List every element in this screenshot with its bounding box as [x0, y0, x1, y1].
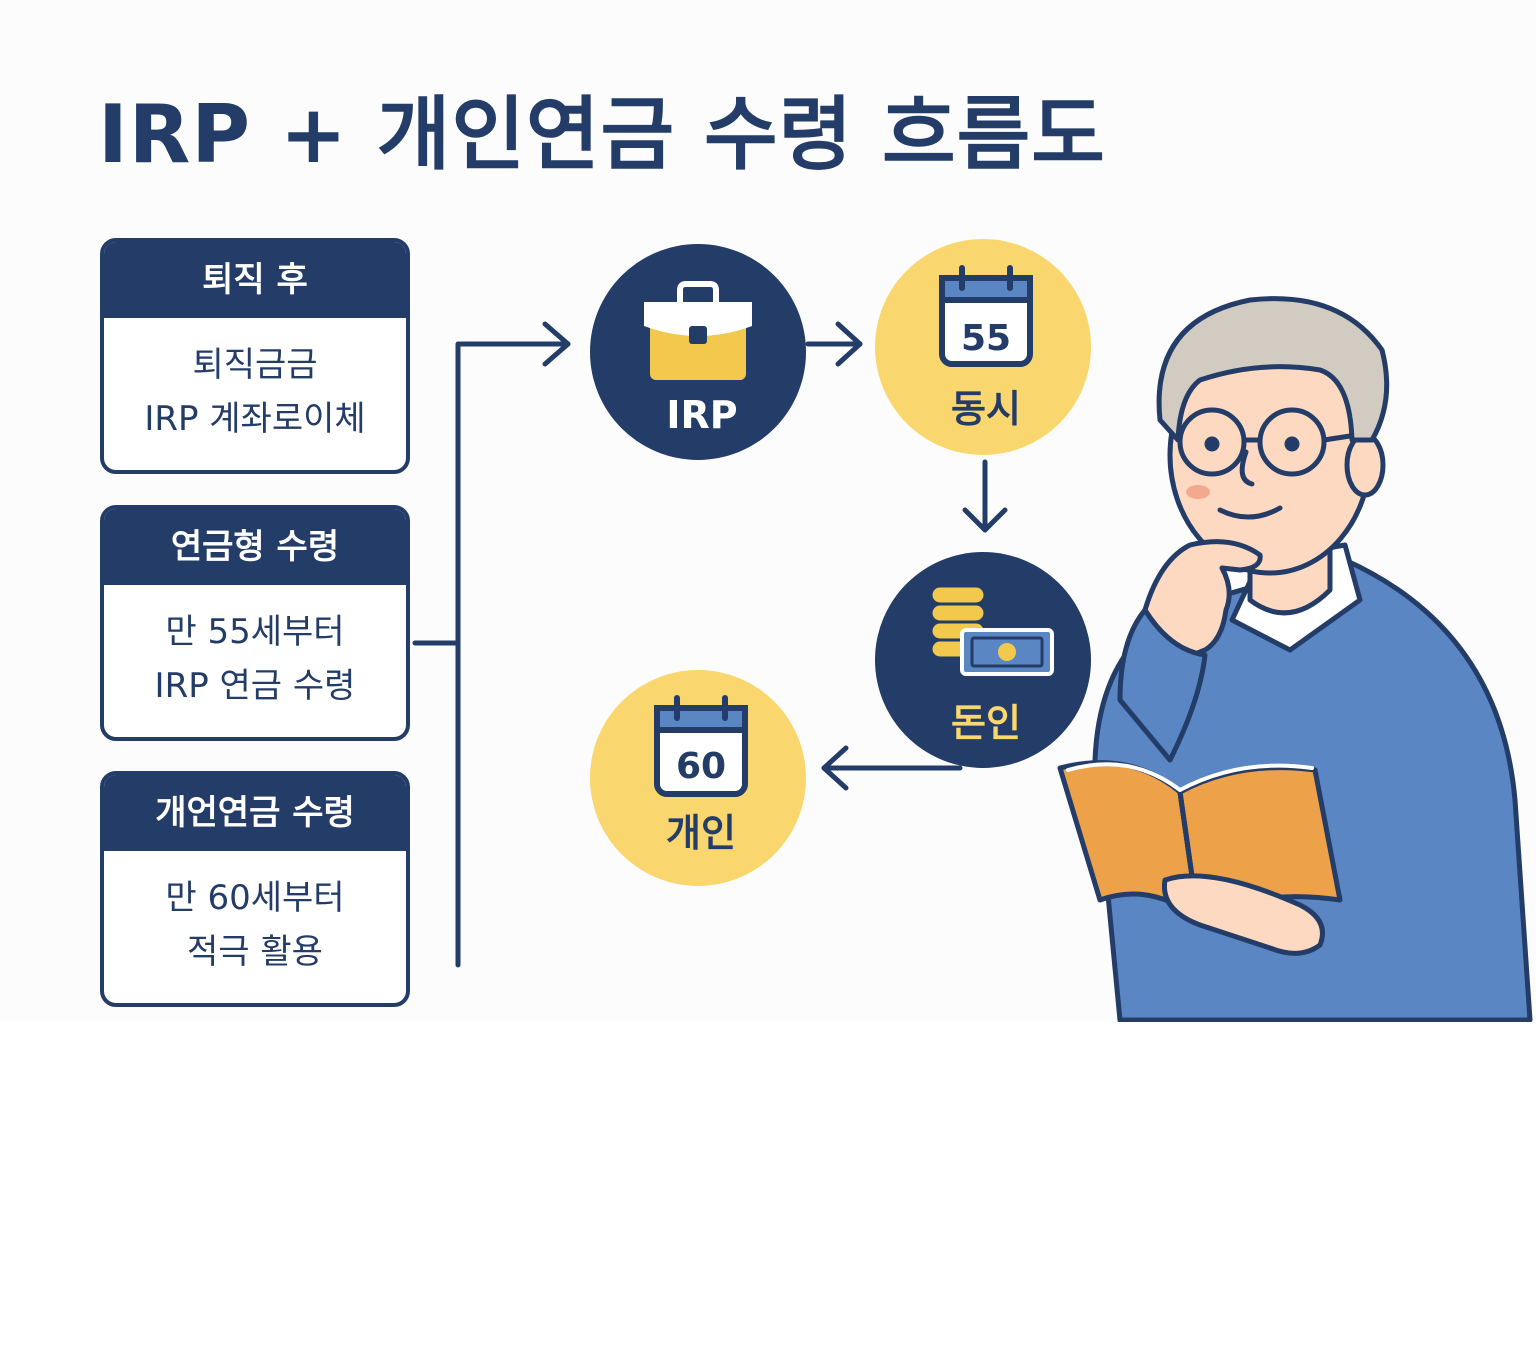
card-line: 적극 활용: [187, 932, 323, 972]
card-after-retirement: 퇴직 후 퇴직금금 IRP 계좌로이체: [100, 238, 410, 474]
card-line: IRP 계좌로이체: [144, 399, 366, 439]
arrow-head: [962, 507, 1008, 533]
elderly-man-reading-illustration: [1057, 296, 1533, 1022]
card-header: 퇴직 후: [104, 242, 406, 318]
arrow-head: [821, 745, 849, 791]
arrow-head: [542, 321, 571, 367]
calendar-number: 55: [961, 318, 1011, 359]
card-body: 만 60세부터 적극 활용: [104, 851, 406, 979]
card-header: 개언연금 수령: [104, 775, 406, 851]
money-node-label: 돈인: [951, 701, 1021, 745]
page-title: IRP + 개인연금 수령 흐름도: [98, 88, 1106, 181]
calendar-number: 60: [676, 746, 726, 787]
calendar-icon: 60: [654, 695, 748, 797]
card-pension-type: 연금형 수령 만 55세부터 IRP 연금 수령: [100, 505, 410, 741]
briefcase-icon: [644, 281, 752, 380]
calendar-icon: 55: [939, 265, 1033, 367]
age-60-node-label: 개인: [666, 811, 736, 855]
arrow-head: [835, 321, 863, 367]
age-60-node: 60 개인: [590, 670, 806, 886]
card-body: 만 55세부터 IRP 연금 수령: [104, 585, 406, 713]
age-55-node: 55 동시: [875, 239, 1091, 455]
card-line: 만 60세부터: [165, 878, 345, 918]
irp-node: IRP: [590, 244, 806, 460]
connector-line: [455, 341, 571, 968]
card-header: 연금형 수령: [104, 509, 406, 585]
card-line: 퇴직금금: [192, 345, 318, 385]
card-personal-pension: 개언연금 수령 만 60세부터 적극 활용: [100, 771, 410, 1007]
diagram-canvas: IRP + 개인연금 수령 흐름도 퇴직 후 퇴직금금 IRP 계좌로이체 연금…: [98, 88, 1533, 1022]
card-line: 만 55세부터: [165, 612, 345, 652]
money-node: 돈인: [875, 552, 1091, 768]
card-line: IRP 연금 수령: [154, 666, 356, 706]
flow-diagram: IRP 55 동시: [412, 239, 1533, 1022]
coins-cash-icon: [929, 584, 1054, 676]
irp-node-label: IRP: [666, 393, 737, 437]
age-55-node-label: 동시: [951, 387, 1021, 431]
card-body: 퇴직금금 IRP 계좌로이체: [104, 318, 406, 446]
